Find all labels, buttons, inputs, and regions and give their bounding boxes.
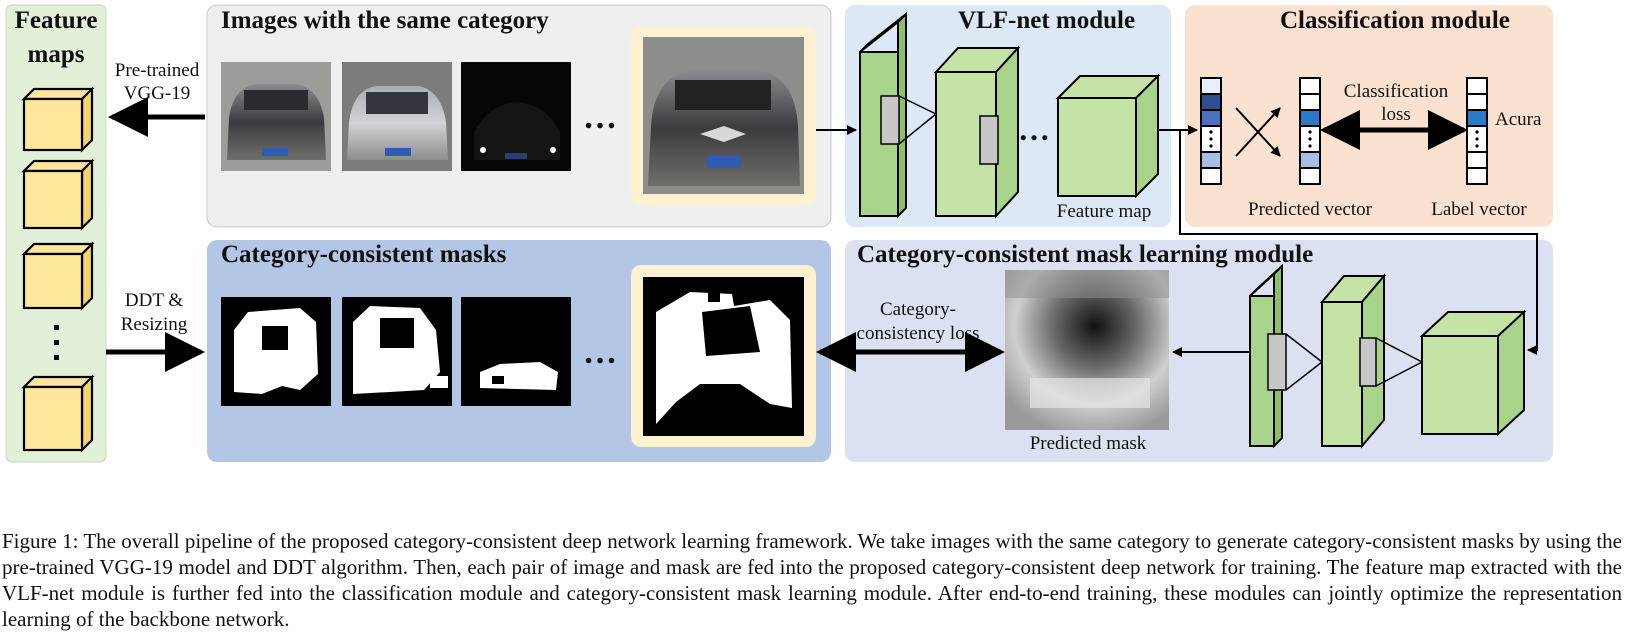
feature-cube-2 [21,158,95,231]
vlf-layer-2 [933,45,1021,219]
car-image-2 [342,62,452,171]
pretrained-label-line1: Pre-trained [115,60,200,81]
mask-branch-layer-2 [1319,273,1387,449]
figure-caption: Figure 1: The overall pipeline of the pr… [2,528,1622,632]
vlf-kernel-1 [880,95,900,145]
mask-learning-panel-title: Category-consistent mask learning module [857,241,1313,268]
consistency-loss-line2: consistency loss [857,323,980,344]
feature-cube-4 [21,374,95,453]
vlf-ellipsis: … [1018,111,1050,147]
caption-text: The overall pipeline of the proposed cat… [2,529,1622,631]
images-ellipsis: … [583,99,617,136]
classification-loss-line1: Classification [1344,81,1449,102]
classification-panel-title: Classification module [1280,7,1510,34]
ddt-label-line1: DDT & [125,290,183,311]
pipeline-diagram: Feature maps Images with the same catego… [5,4,1553,463]
masks-ellipsis: … [583,334,617,371]
feature-maps-title-line1: Feature [15,7,98,34]
classification-loss-line2: loss [1381,104,1411,125]
feature-cube-3 [21,241,95,311]
label-vector-label: Label vector [1431,199,1527,220]
mask-image-1 [221,297,331,406]
consistency-loss-line1: Category- [880,299,956,320]
vlf-feature-cube [1055,73,1161,199]
predicted-mask-label: Predicted mask [1030,433,1147,454]
car-image-3 [461,62,571,171]
mask-image-highlighted [631,265,816,447]
predicted-vector-left [1200,77,1222,185]
mask-image-2 [342,297,452,406]
feature-maps-title-line2: maps [28,41,85,68]
mask-branch-kernel-1 [1267,333,1287,391]
mask-image-3 [461,297,571,406]
feature-map-label: Feature map [1057,201,1151,222]
ddt-label-line2: Resizing [121,314,188,335]
predicted-mask-image [1005,270,1169,430]
acura-label: Acura [1495,109,1542,130]
vlf-panel-title: VLF-net module [958,7,1135,34]
vertical-dots [54,325,59,360]
images-panel-title: Images with the same category [221,7,549,34]
predicted-vector-label: Predicted vector [1248,199,1373,220]
vlf-kernel-2 [979,115,999,165]
cross-arrow-b [1235,107,1281,157]
masks-panel-title: Category-consistent masks [221,241,507,268]
featuremap-to-mask-branch-arrow [1179,130,1538,355]
caption-prefix: Figure 1: [2,529,84,553]
feature-cube-1 [21,86,95,153]
car-image-highlighted [631,27,816,205]
mask-branch-kernel-2 [1359,337,1377,387]
pretrained-label-line2: VGG-19 [124,83,191,104]
car-image-1 [221,62,331,171]
mask-branch-feature-cube [1419,309,1527,437]
